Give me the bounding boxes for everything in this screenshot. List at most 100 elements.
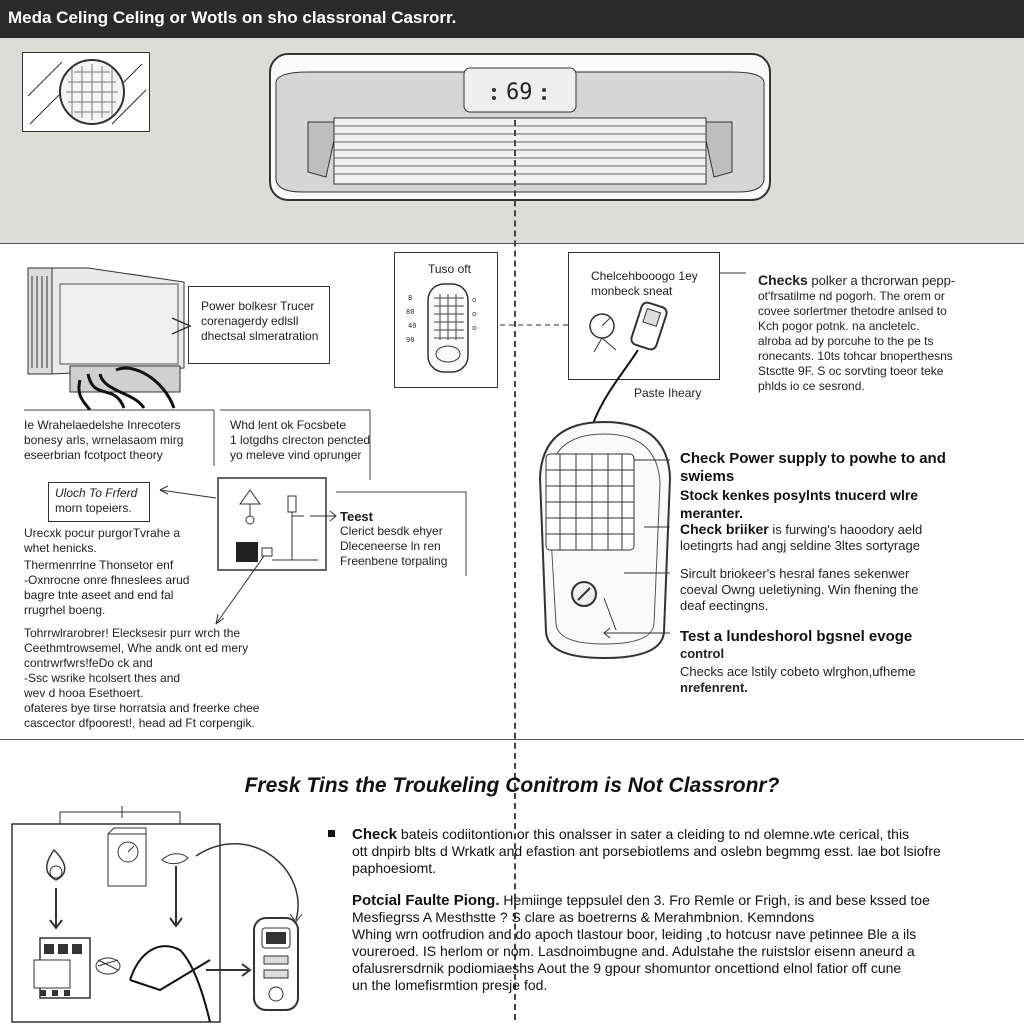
- test-arrow: [316, 510, 337, 522]
- step-line: Ceethmtrowsemel, Whe andk ont ed mery: [24, 641, 249, 655]
- item-heading: Check briiker: [680, 521, 769, 537]
- step-line: -Oxnrocne onre fhneslees arud: [24, 573, 190, 587]
- bottom-diagram: [11, 806, 303, 1023]
- item-text: deaf eectingns.: [680, 598, 769, 613]
- tip-line: un the lomefisrmtion presje fod.: [352, 977, 548, 993]
- fan-thumbnail: [22, 52, 150, 132]
- test-bracket: [336, 491, 467, 576]
- step-line: bagre tnte aseet and end fal: [24, 588, 174, 602]
- bullet-icon: [328, 830, 335, 837]
- checks-text: polker a thcrorwan pepp-: [807, 273, 956, 288]
- checks-block: Checks polker a thcrorwan pepp- ot'frsat…: [758, 272, 955, 394]
- tip-line: ofalusrersdrnik podiomiaeshs Aout the 9 …: [352, 960, 902, 976]
- step-line: rrugrhel boeng.: [24, 603, 106, 617]
- section-heading: Fresk Tins the Troukeling Conitrom is No…: [244, 774, 780, 797]
- svg-text:98: 98: [406, 336, 414, 344]
- item-text: is furwing's haoodory aeld: [768, 522, 923, 537]
- checker-caption: Paste Iheary: [634, 386, 702, 400]
- title-bar: Meda Celing Celing or Wotls on sho class…: [0, 0, 1024, 38]
- svg-text:8: 8: [408, 294, 412, 302]
- svg-text:80: 80: [406, 308, 414, 316]
- item-text: Checks ace lstily cobeto wlrghon,ufheme: [680, 664, 916, 679]
- tip-text: Hemiinge teppsulel den 3. Fro Remle or F…: [499, 892, 930, 908]
- step-line: Tohrrwlrarobrer! Elecksesir purr wrch th…: [24, 626, 241, 640]
- step-line: Urecxk pocur purgorTvrahe a: [24, 526, 181, 540]
- power-info-box: Power bolkesr Trucer corenagerdy edlsll …: [188, 286, 330, 364]
- step-line: ofateres bye tirse horratsia and freerke…: [24, 701, 260, 715]
- tip-bold: Check: [352, 826, 398, 843]
- condenser-illustration: [27, 267, 185, 411]
- item-heading: Check Power supply to powhe to and: [680, 450, 946, 467]
- left-steps: Urecxk pocur purgorTvrahe a whet henicks…: [24, 526, 189, 618]
- checks-line: Kch pogor potnk. na ancletelc.: [758, 319, 920, 333]
- checker-line: monbeck sneat: [591, 284, 673, 298]
- test-label: Teest: [340, 509, 373, 524]
- uloch-box: Uloch To Frferd morn topeiers.: [48, 482, 150, 522]
- step-line: wev d hooa Esethoert.: [24, 686, 144, 700]
- checker-line: Chelcehbooogo 1ey: [591, 269, 698, 283]
- item-heading: Stock kenkes posylnts tnucerd wlre: [680, 487, 919, 503]
- test-label-block: Teest Clerict besdk ehyer Dleceneerse ln…: [340, 509, 447, 569]
- step-line: -Ssc wsrike hcolsert thes and: [24, 671, 181, 685]
- page-title: Meda Celing Celing or Wotls on sho class…: [8, 8, 457, 27]
- tip-2: Potcial Faulte Piong. Hemiinge teppsulel…: [352, 892, 930, 994]
- tip-text: bateis codiitontion or this onalsser in …: [397, 826, 910, 842]
- caption-left: Ie Wrahelaedelshe Inrecoters bonesy arls…: [24, 418, 183, 463]
- test-circuit-diagram: [159, 477, 336, 625]
- left-steps-2: Tohrrwlrarobrer! Elecksesir purr wrch th…: [24, 626, 259, 731]
- bracket-line: [24, 409, 371, 480]
- remote-small: [253, 917, 299, 1011]
- tip-line: ott dnpirb blts d Wrkatk and efastion an…: [352, 843, 941, 859]
- dash-line: [720, 272, 746, 274]
- meter-icon: [589, 313, 617, 353]
- checks-line: alroba ad by porcuhe to the pe ts: [758, 334, 934, 348]
- caption-line: bonesy arls, wrnelasaom mirg: [24, 433, 184, 447]
- tip-line: voureroed. IS herlom or nom. Lasdnoimbug…: [352, 943, 915, 959]
- dashed-guide: [514, 120, 516, 1020]
- test-line: Freenbene torpaling: [340, 554, 448, 568]
- right-item-4: Test a lundeshorol bgsnel evoge control …: [680, 628, 916, 696]
- ac-display-readout: 69: [506, 80, 533, 105]
- item-text: coeval Owng ueletiyning. Win fhening the: [680, 582, 919, 597]
- item-heading: Test a lundeshorol bgsnel evoge: [680, 628, 913, 645]
- thermostat-label: Tuso oft: [428, 262, 471, 276]
- caption-line: Whd lent ok Focsbete: [230, 418, 347, 432]
- item-text: Sircult briokeer's hesral fanes sekenwer: [680, 566, 910, 581]
- step-line: whet henicks.: [24, 541, 97, 555]
- divider: [0, 243, 1024, 244]
- svg-text:o: o: [472, 324, 476, 332]
- uloch-line: Uloch To Frferd: [55, 486, 138, 500]
- pointer-arrow: [171, 317, 192, 335]
- tip-line: Whing wrn ootfrudion and do apoch tlasto…: [352, 926, 917, 942]
- tip-line: paphoesiomt.: [352, 860, 437, 876]
- right-item-1: Check Power supply to powhe to and swiem…: [680, 450, 946, 522]
- test-line: Dleceneerse ln ren: [340, 539, 441, 553]
- step-line: Thermenrrlne Thonsetor enf: [24, 558, 174, 572]
- checks-line: phlds io ce sesrond.: [758, 379, 865, 393]
- checks-line: Stsctte 9F. S oc sorvting toeor teke: [758, 364, 944, 378]
- checks-bold: Checks: [758, 272, 808, 288]
- caption-line: 1 lotgdhs clrecton pencted: [230, 433, 371, 447]
- item-heading: meranter.: [680, 505, 744, 521]
- right-item-2: Check briiker is furwing's haoodory aeld…: [680, 520, 922, 554]
- power-line: corenagerdy edlsll: [201, 314, 299, 328]
- step-line: cascector dfpoorest!, head ad Ft corpeng…: [24, 716, 255, 730]
- caption-line: yo meleve vind oprunger: [230, 448, 362, 462]
- step-line: contrwrfwrs!feDo ck and: [24, 656, 153, 670]
- caption-mid: Whd lent ok Focsbete 1 lotgdhs clrecton …: [230, 418, 370, 463]
- tip-1: Check bateis codiitontion or this onalss…: [352, 826, 941, 877]
- test-line: Clerict besdk ehyer: [340, 524, 443, 538]
- checks-line: ronecants. 10ts tohcar bnoperthesns: [758, 349, 953, 363]
- svg-text:40: 40: [408, 322, 416, 330]
- right-item-3: Sircult briokeer's hesral fanes sekenwer…: [680, 566, 918, 614]
- connector-lines: [603, 459, 670, 639]
- item-heading: control: [680, 646, 725, 661]
- power-line: Power bolkesr Trucer: [201, 299, 315, 313]
- ac-unit-illustration: [269, 53, 771, 201]
- item-text: loetingrts had angj seldine 3ltes sortyr…: [680, 538, 920, 553]
- item-text: nrefenrent.: [680, 680, 748, 695]
- tip-bold: Potcial Faulte Piong.: [352, 892, 500, 909]
- tip-line: Mesfiegrss A Mesthstte ? S clare as boet…: [352, 909, 815, 925]
- uloch-line: morn topeiers.: [55, 501, 132, 515]
- checks-line: covee sorlertmer thetodre anlsed to: [758, 304, 947, 318]
